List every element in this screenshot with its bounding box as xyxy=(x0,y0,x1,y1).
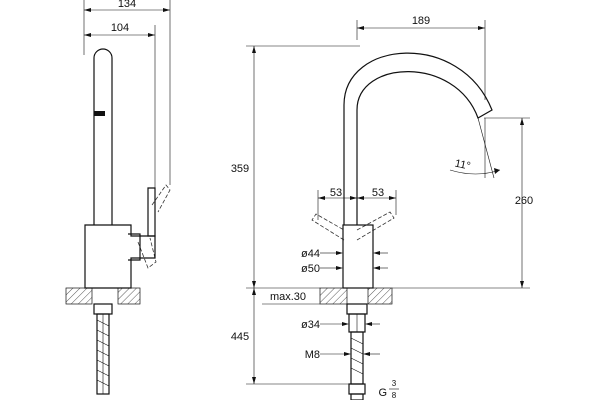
side-spout-outlet xyxy=(94,111,105,116)
svg-text:3: 3 xyxy=(392,379,397,388)
dim-handle-right: 53 xyxy=(372,187,384,199)
front-hose-fitting xyxy=(348,383,366,395)
front-hose-end xyxy=(350,393,364,400)
side-lever-alt xyxy=(151,184,171,213)
front-counter-left xyxy=(319,287,348,305)
side-mixer-cap xyxy=(128,233,141,261)
dim-connection: G 3 8 xyxy=(378,379,399,400)
dim-spout-angle: 11° xyxy=(454,158,472,173)
front-counter-right xyxy=(367,287,393,305)
front-handle-right xyxy=(356,211,395,241)
front-hose-braid xyxy=(350,337,364,375)
dim-shank-diameter: ø34 xyxy=(301,319,320,331)
dim-shank-length: 445 xyxy=(231,331,249,343)
front-handle-left xyxy=(311,213,345,241)
dim-front-spout-reach: 189 xyxy=(412,15,430,27)
side-counter-right xyxy=(117,287,141,305)
dim-handle-left: 53 xyxy=(330,187,342,199)
front-view: 189 359 260 11° 53 53 xyxy=(231,15,533,400)
dim-side-spout-offset: 104 xyxy=(111,22,129,34)
side-nut xyxy=(93,303,113,315)
svg-text:G: G xyxy=(378,387,387,399)
front-spout xyxy=(343,52,493,225)
dim-base-diameter: ø50 xyxy=(301,263,320,275)
dim-body-diameter: ø44 xyxy=(301,248,320,260)
dim-side-total-width: 134 xyxy=(118,0,136,10)
dim-thread: M8 xyxy=(305,349,320,361)
svg-text:8: 8 xyxy=(392,391,397,400)
dim-spout-height: 260 xyxy=(515,195,533,207)
front-body xyxy=(342,224,374,289)
side-view: 134 104 xyxy=(65,0,171,395)
side-lever xyxy=(147,187,156,237)
side-hose-braid xyxy=(96,319,110,387)
dim-max-counter-thickness: max.30 xyxy=(270,291,306,303)
side-mixer-block xyxy=(84,224,156,289)
side-lever-alt-2 xyxy=(137,237,157,269)
front-hose xyxy=(350,331,364,385)
dim-total-height: 359 xyxy=(231,163,249,175)
side-body-outline xyxy=(93,48,113,225)
side-counter-left xyxy=(65,287,93,305)
front-shank-nut xyxy=(346,303,368,315)
